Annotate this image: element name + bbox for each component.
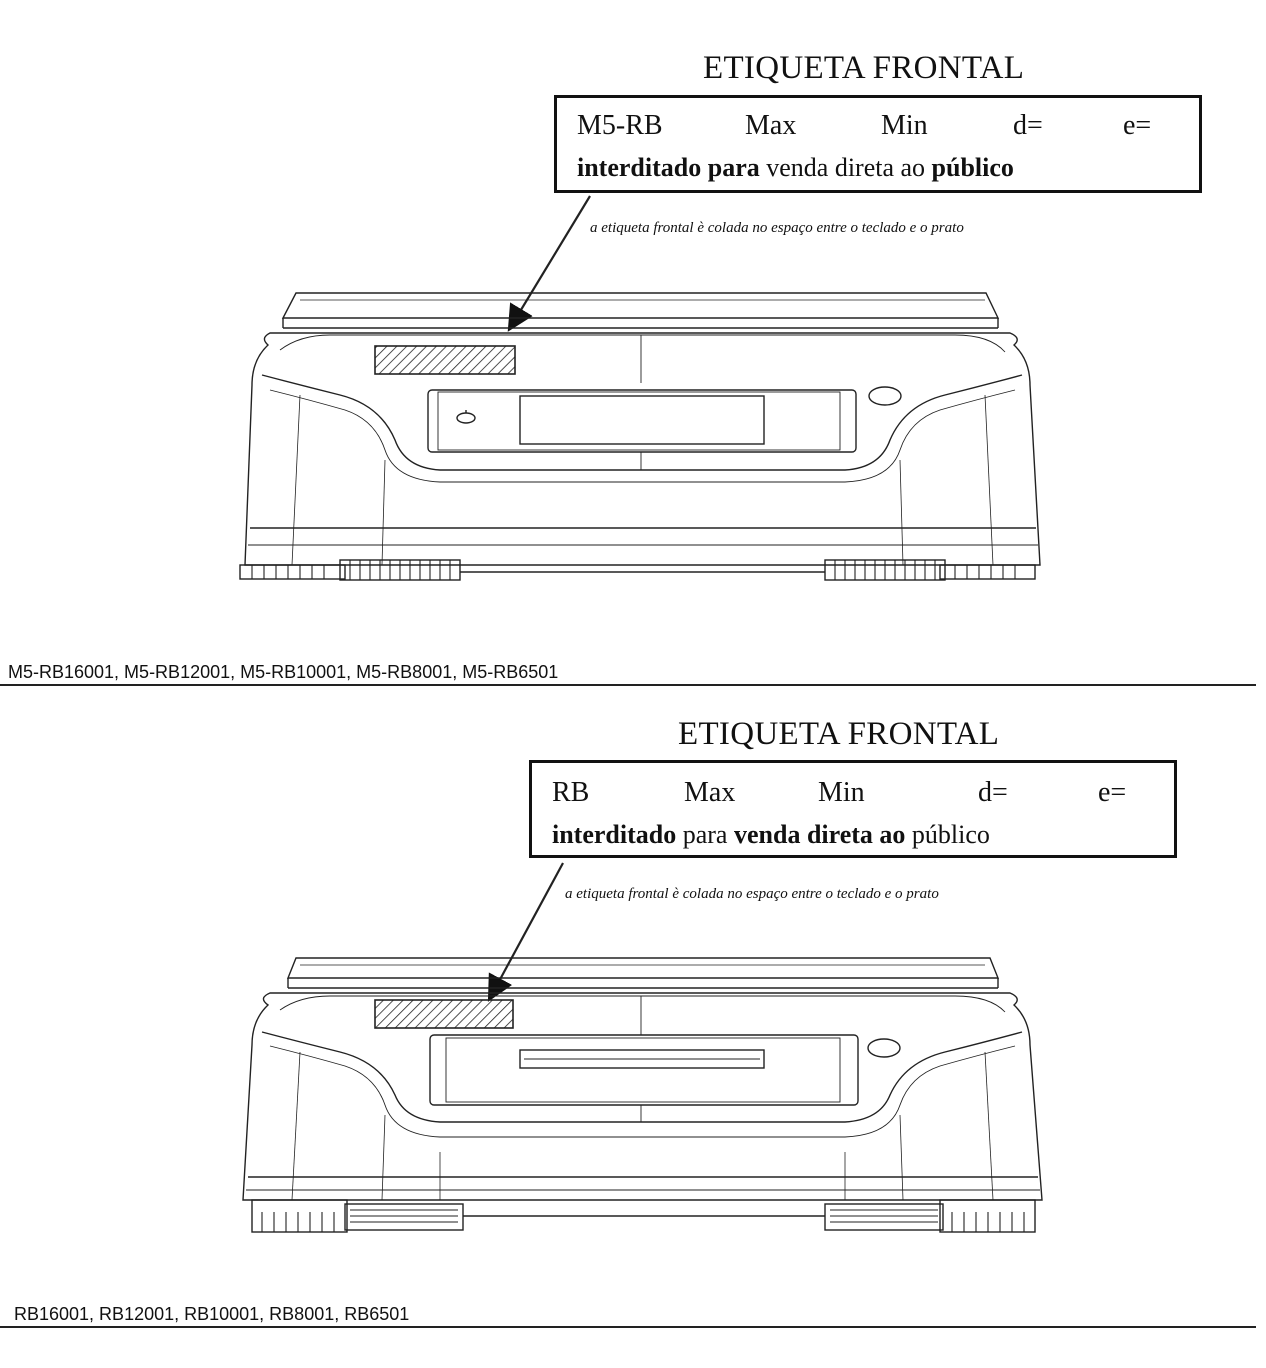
weighing-pan [286,957,1000,979]
section-divider [0,684,1256,686]
display-housing [429,1034,859,1106]
scale-drawing-m5-rb [239,195,1041,581]
label-model: M5-RB [577,110,663,141]
label-restriction-text: interditado para venda direta ao público [577,153,1014,182]
front-label-box: M5-RB Max Min d= e= interditado para ven… [554,95,1202,193]
section-divider [0,1326,1256,1328]
front-contour [261,1031,1023,1123]
power-button [867,1038,901,1058]
label-area-hatched [374,999,514,1029]
model-list: M5-RB16001, M5-RB12001, M5-RB10001, M5-R… [8,662,559,682]
display-window [519,1049,765,1069]
foot-left [344,1203,464,1231]
label-area-hatched [374,345,516,375]
power-button [868,386,902,406]
front-label-heading: ETIQUETA FRONTAL [703,50,1025,86]
placement-note: a etiqueta frontal è colada no espaço en… [565,886,939,902]
label-e: e= [1123,110,1152,141]
front-label-heading: ETIQUETA FRONTAL [678,716,1000,752]
display-housing [427,389,857,453]
scale-drawing-rb [242,862,1043,1233]
label-min: Min [818,777,865,808]
label-d: d= [1013,110,1043,141]
label-model: RB [552,777,590,808]
label-max: Max [684,777,736,808]
scale-body [244,332,1041,566]
label-min: Min [881,110,928,141]
front-contour [261,374,1023,471]
foot-left-outer [239,564,346,580]
foot-right [824,1203,944,1231]
scale-body [242,992,1043,1201]
label-pointer-arrow [507,195,591,332]
label-d: d= [978,777,1008,808]
foot-right-outer [939,564,1036,580]
label-e: e= [1098,777,1127,808]
level-bubble [456,412,476,424]
front-label-box: RB Max Min d= e= interditado para venda … [529,760,1177,858]
label-pointer-arrow [487,862,564,1002]
section-m5-rb: ETIQUETA FRONTAL M5-RB Max Min d= e= int… [0,50,1256,686]
label-restriction-text: interditado para venda direta ao público [552,820,990,849]
display-window [519,395,765,445]
placement-note: a etiqueta frontal è colada no espaço en… [590,220,964,236]
model-list: RB16001, RB12001, RB10001, RB8001, RB650… [14,1304,410,1324]
label-max: Max [745,110,797,141]
section-rb: ETIQUETA FRONTAL RB Max Min d= e= interd… [0,690,1266,1368]
foot-left-outer [251,1199,348,1233]
weighing-pan [281,292,1000,319]
